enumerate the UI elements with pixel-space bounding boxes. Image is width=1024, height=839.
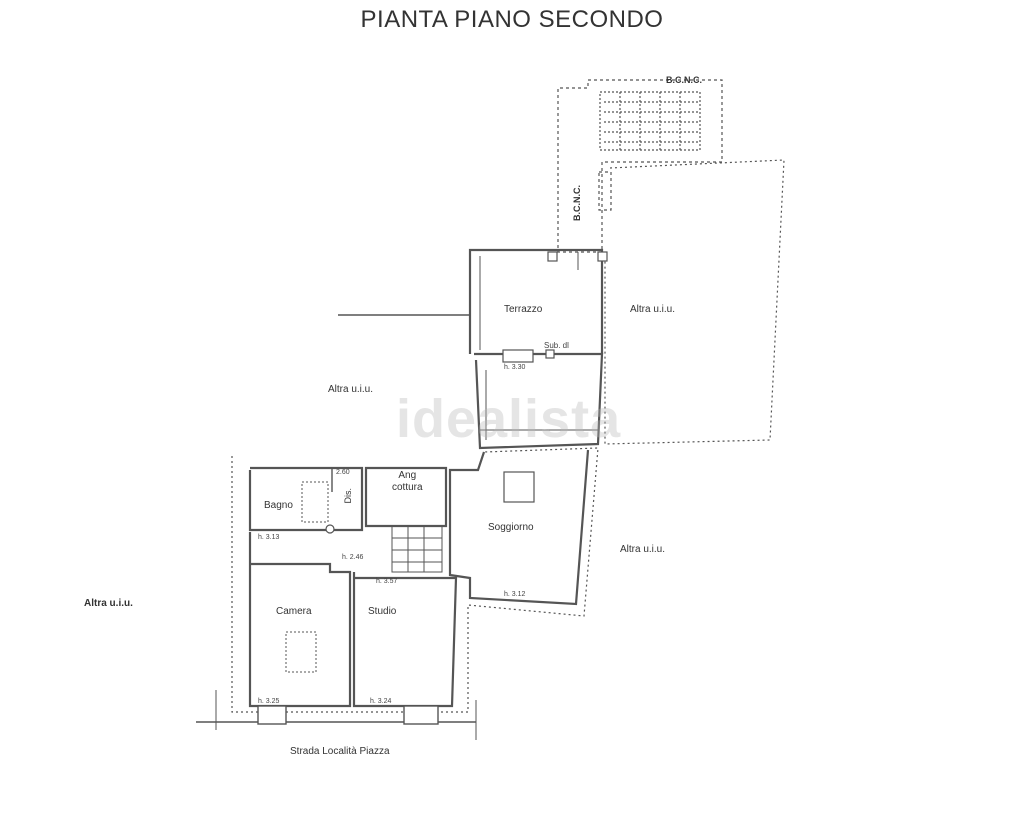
soggiorno-walls	[448, 449, 590, 606]
other-unit-label-center-left: Altra u.i.u.	[328, 384, 374, 395]
height-dis: h. 2.46	[342, 554, 364, 561]
bcnc-side-label: B.C.N.C.	[572, 185, 582, 221]
height-terrazzo: h. 3.30	[504, 364, 526, 371]
corridor-walls	[474, 352, 604, 450]
street-label: Strada Località Piazza	[290, 746, 390, 757]
ang-label-line1: Ang	[398, 470, 417, 481]
other-unit-label-right: Altra u.i.u.	[620, 544, 666, 555]
plan-title: PIANTA PIANO SECONDO	[360, 6, 664, 33]
room-label-bagno: Bagno	[264, 500, 293, 511]
room-label-dis: Dis.	[343, 488, 353, 504]
height-studio: h. 3.24	[370, 698, 392, 705]
main-unit-dotted-boundary	[231, 447, 599, 713]
studio-walls	[352, 572, 458, 708]
camera-walls	[248, 532, 352, 708]
height-soggiorno: h. 3.12	[504, 591, 526, 598]
ang-cottura-walls	[364, 466, 448, 528]
camera-bed	[285, 631, 317, 673]
watermark: idealista	[396, 389, 622, 449]
height-studio-top: h. 3.57	[376, 578, 398, 585]
height-bagno: h. 3.13	[258, 534, 280, 541]
room-label-studio: Studio	[368, 606, 397, 617]
height-camera: h. 3.25	[258, 698, 280, 705]
side-dashed-element	[598, 171, 612, 211]
top-stairs	[599, 91, 701, 151]
other-unit-label-far-left: Altra u.i.u.	[84, 598, 133, 609]
soggiorno-fixture	[503, 471, 535, 503]
bagno-walls	[248, 466, 364, 532]
room-label-camera: Camera	[276, 606, 312, 617]
other-unit-label-top-right: Altra u.i.u.	[630, 304, 676, 315]
sub-label: Sub. dl	[544, 341, 569, 350]
bcnc-top-label: B.C.N.C.	[666, 75, 702, 85]
terrazzo-walls	[468, 248, 604, 354]
ang-label-line2: cottura	[392, 482, 423, 493]
room-label-soggiorno: Soggiorno	[488, 522, 534, 533]
height-dim: 2.60	[336, 469, 350, 476]
room-label-terrazzo: Terrazzo	[504, 304, 543, 315]
internal-stairs	[391, 525, 443, 573]
other-unit-top-right-boundary	[604, 159, 785, 445]
